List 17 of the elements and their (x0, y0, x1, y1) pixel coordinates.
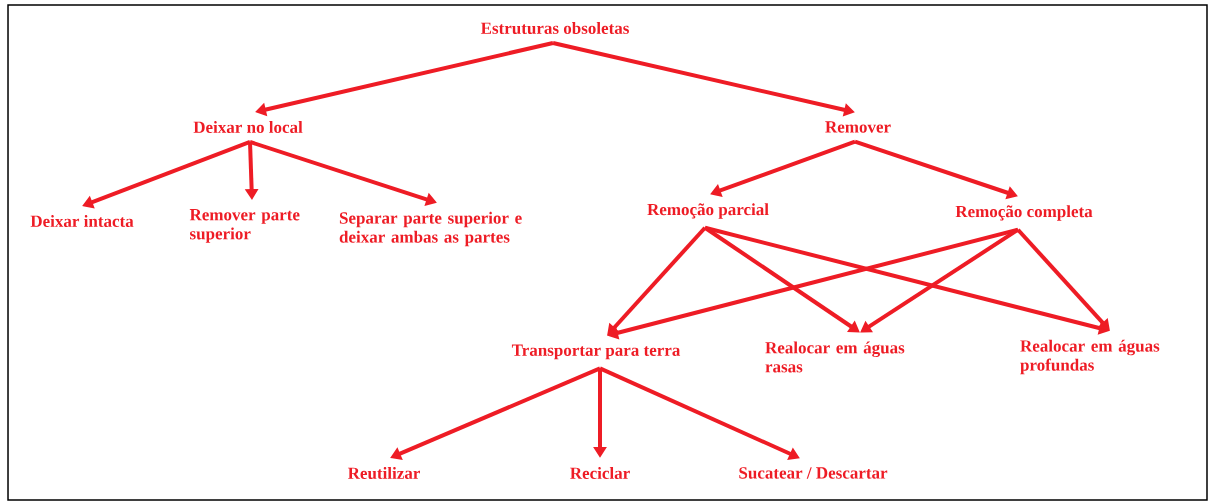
node-label: Sucatear / Descartar (739, 467, 888, 479)
arrow (860, 228, 1020, 333)
node-label: Estruturas obsoletas (480, 22, 629, 34)
arrow (703, 226, 860, 333)
node-label: Deixar no local (193, 121, 303, 133)
node-label: Remoção parcial (647, 203, 769, 219)
node-label: Deixar intacta (30, 215, 134, 227)
node-label: Reciclar (570, 467, 630, 479)
node-label: Transportar para terra (511, 344, 681, 360)
node-label: Reutilizar (347, 467, 420, 479)
node-label: Realocar em águas rasas (765, 341, 905, 373)
node-label: Separar parte superior e deixar ambas as partes (339, 211, 522, 247)
node-label: Remoção completa (955, 205, 1093, 221)
node-label: Remover parte superior (189, 209, 300, 243)
node-label: Remover (825, 121, 891, 133)
node-label: Realocar em águas profundas (1020, 339, 1160, 375)
arrow (1016, 228, 1110, 331)
